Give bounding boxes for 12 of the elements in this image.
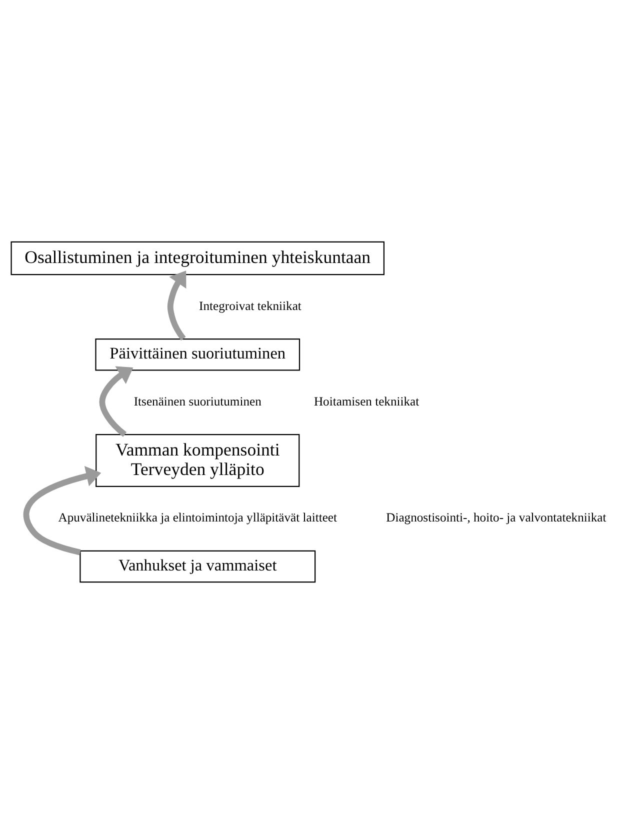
label: Apuvälinetekniikka ja elintoimintoja ylläpitävät laitteet xyxy=(58,510,337,525)
node-box: Päivittäinen suoriutuminen xyxy=(95,338,300,371)
label: Hoitamisen tekniikat xyxy=(314,394,420,408)
label: Integroivat tekniikat xyxy=(199,298,302,313)
node-box: Osallistuminen ja integroituminen yhteiskuntaan xyxy=(10,241,385,276)
arrow xyxy=(99,366,134,437)
arrow xyxy=(167,270,186,341)
node-box: Vanhukset ja vammaiset xyxy=(80,550,316,583)
label: Diagnostisointi-, hoito- ja valvontatekniikat xyxy=(386,510,606,525)
label: Itsenäinen suoriutuminen xyxy=(134,394,262,408)
node-box: Vamman kompensointi Terveyden ylläpito xyxy=(96,434,300,488)
arrow xyxy=(23,466,102,556)
